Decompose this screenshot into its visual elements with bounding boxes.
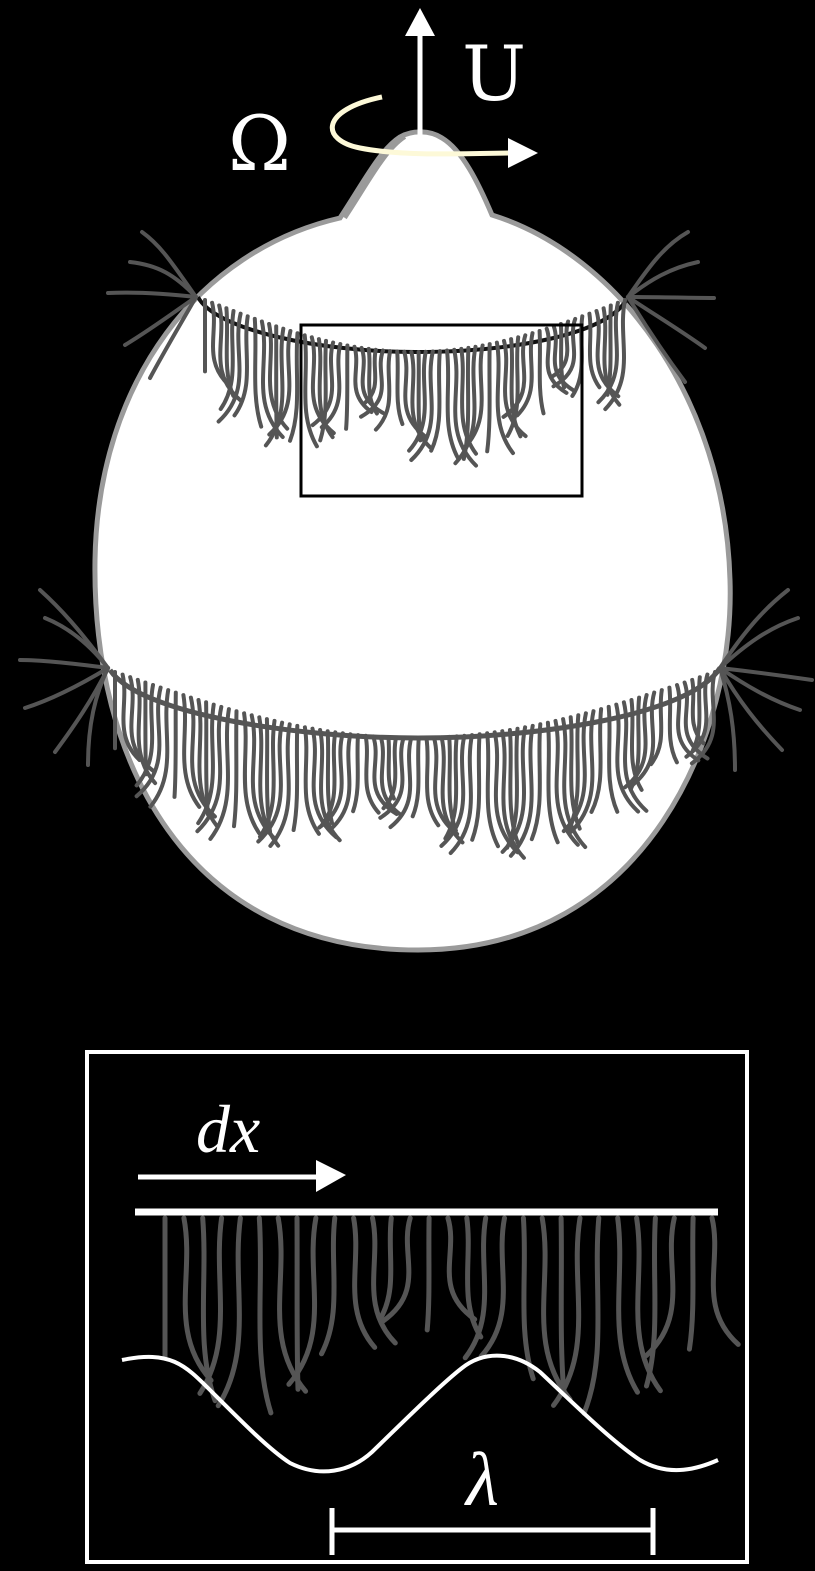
cilium (561, 1218, 564, 1393)
cilium (175, 693, 176, 797)
rotation-label: Ω (228, 99, 291, 188)
cilium (297, 1218, 298, 1389)
translation-label: U (462, 29, 526, 118)
cilium (346, 346, 347, 429)
cilium (487, 344, 490, 451)
cilium (234, 711, 237, 826)
wavelength-label: λ (464, 1438, 499, 1522)
cilium (427, 1218, 429, 1330)
step-label: dx (196, 1091, 260, 1167)
cilium (145, 683, 146, 775)
